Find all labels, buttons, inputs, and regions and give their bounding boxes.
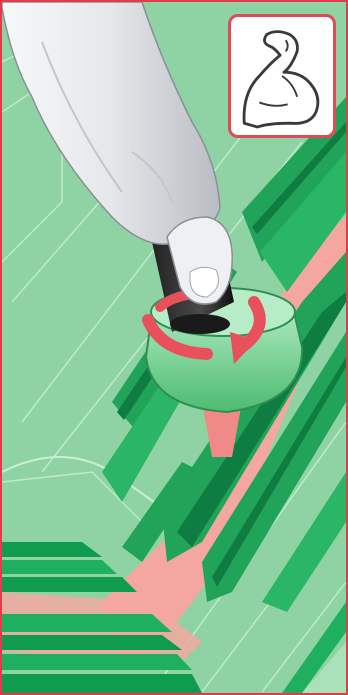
strength-badge [228, 14, 336, 138]
flexed-arm-icon [231, 17, 333, 135]
